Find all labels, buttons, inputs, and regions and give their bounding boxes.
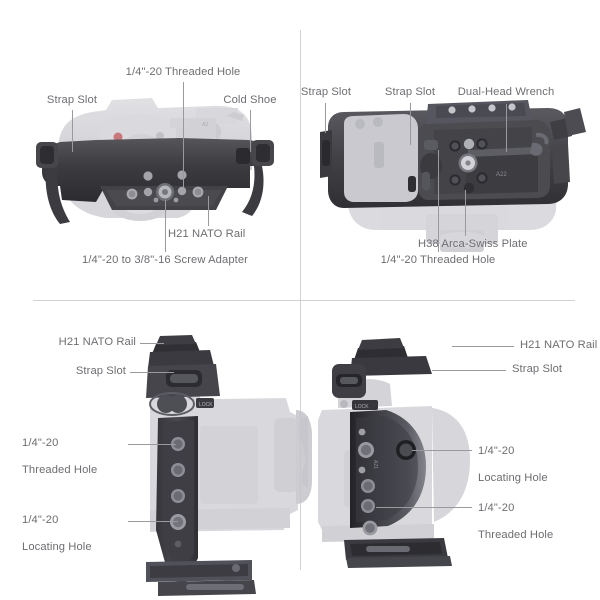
leader-strap-slot-right — [410, 103, 411, 145]
label-nato-rail: H21 NATO Rail — [58, 336, 136, 348]
label-threaded-hole: 1/4"-20 Threaded Hole — [478, 488, 598, 542]
leader-nato-rail — [208, 196, 209, 226]
leader-locating-hole — [412, 450, 472, 451]
leader-strap-slot-left — [325, 103, 326, 133]
label-locating-hole: 1/4"-20 Locating Hole — [478, 431, 598, 485]
leader-cold-shoe — [250, 110, 251, 152]
leader-threaded-hole — [438, 150, 439, 252]
svg-text:A2: A2 — [202, 122, 208, 128]
product-illustration-left-side-view: ··· LOCK — [146, 335, 312, 596]
label-cold-shoe: Cold Shoe — [223, 94, 277, 106]
product-illustration-bottom-view: A2 — [36, 98, 274, 224]
label-strap-slot: Strap Slot — [46, 94, 98, 106]
label-locating-hole: 1/4"-20 Locating Hole — [22, 500, 132, 554]
leader-threaded-hole — [376, 507, 472, 508]
divider-vertical — [300, 30, 301, 570]
leader-arca-swiss-plate — [465, 190, 466, 236]
label-strap-slot-left: Strap Slot — [300, 86, 352, 98]
label-locating-hole-line1: 1/4"-20 — [478, 444, 515, 457]
leader-threaded-hole — [183, 82, 184, 188]
leader-nato-rail — [140, 343, 164, 344]
leader-locating-hole — [128, 521, 178, 522]
label-strap-slot-right: Strap Slot — [384, 86, 436, 98]
leader-strap-slot — [432, 370, 506, 371]
svg-text:···: ··· — [222, 463, 230, 472]
leader-threaded-hole — [128, 444, 176, 445]
leader-strap-slot — [72, 110, 73, 152]
panel-bottom-left: ··· LOCK — [0, 300, 312, 600]
leader-dual-head-wrench — [506, 104, 507, 152]
label-strap-slot: Strap Slot — [75, 365, 126, 377]
divider-horizontal — [33, 300, 575, 301]
label-threaded-hole-line1: 1/4"-20 — [22, 436, 59, 449]
leader-nato-rail — [452, 346, 514, 347]
svg-text:A22: A22 — [496, 172, 507, 178]
label-threaded-hole-line2: Threaded Hole — [22, 463, 98, 476]
label-nato-rail: H21 NATO Rail — [168, 228, 246, 240]
label-threaded-hole-line2: Threaded Hole — [478, 528, 554, 541]
label-locating-hole-line2: Locating Hole — [478, 471, 548, 484]
leader-screw-adapter — [165, 200, 166, 252]
panel-bottom-right: LOCK A21 — [298, 300, 600, 600]
label-arca-swiss-plate: H38 Arca-Swiss Plate — [418, 238, 528, 250]
label-nato-rail: H21 NATO Rail — [520, 339, 598, 351]
panel-top-right: A22 — [300, 0, 600, 300]
label-locating-hole-line2: Locating Hole — [22, 540, 92, 553]
label-strap-slot: Strap Slot — [512, 363, 563, 375]
label-threaded-hole: 1/4"-20 Threaded Hole — [22, 423, 132, 477]
panel-top-left: A2 — [0, 0, 300, 300]
label-dual-head-wrench: Dual-Head Wrench — [457, 86, 555, 98]
svg-text:LOCK: LOCK — [355, 404, 369, 410]
label-locating-hole-line1: 1/4"-20 — [22, 513, 59, 526]
svg-text:A21: A21 — [372, 460, 378, 469]
label-threaded-hole-line1: 1/4"-20 — [478, 501, 515, 514]
leader-strap-slot — [130, 372, 174, 373]
svg-text:LOCK: LOCK — [199, 402, 213, 408]
label-screw-adapter: 1/4"-20 to 3/8"-16 Screw Adapter — [82, 254, 248, 266]
label-threaded-hole: 1/4"-20 Threaded Hole — [125, 66, 241, 78]
product-illustration-right-side-view: LOCK A21 — [298, 338, 470, 568]
product-illustration-top-view: A22 — [320, 100, 586, 252]
label-threaded-hole: 1/4"-20 Threaded Hole — [380, 254, 496, 266]
